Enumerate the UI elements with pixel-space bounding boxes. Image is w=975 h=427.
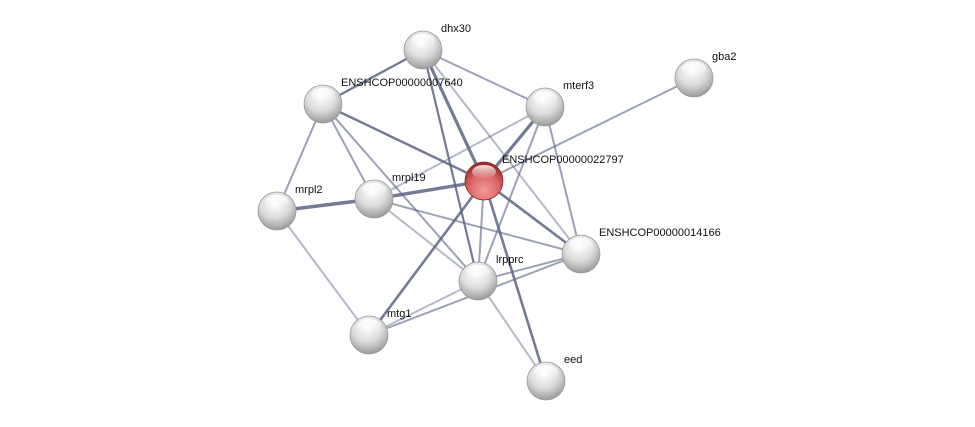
edge-ENSHCOP00000022797-eed[interactable] [482,180,548,382]
node-label: lrpprc [496,254,524,266]
edge-ENSHCOP00000007640-ENSHCOP00000022797[interactable] [322,102,485,183]
node-highlight [265,195,289,209]
edge-gba2-ENSHCOP00000022797[interactable] [483,77,695,182]
node-eed[interactable]: eed [526,354,582,401]
edge-mrpl19-lrpprc[interactable] [373,198,479,282]
node-label: dhx30 [441,23,471,35]
node-highlight [682,62,706,76]
node-highlight [472,165,496,179]
node-highlight [466,265,490,279]
node-highlight [311,88,335,102]
node-mterf3[interactable]: mterf3 [525,80,594,127]
node-highlight [569,238,593,252]
edge-ENSHCOP00000007640-mrpl2[interactable] [276,103,324,212]
node-dhx30[interactable]: dhx30 [403,23,471,70]
node-ENSHCOP00000007640[interactable]: ENSHCOP00000007640 [303,77,463,124]
node-label: mtg1 [387,308,411,320]
node-highlight [357,319,381,333]
edge-mterf3-ENSHCOP00000014166[interactable] [544,106,582,255]
node-label: gba2 [712,51,736,63]
edge-lrpprc-eed[interactable] [477,280,547,382]
edge-mrpl19-ENSHCOP00000014166[interactable] [373,198,582,255]
node-ENSHCOP00000014166[interactable]: ENSHCOP00000014166 [561,227,721,274]
edge-lrpprc-mtg1[interactable] [368,280,479,336]
node-gba2[interactable]: gba2 [674,51,736,98]
node-highlight [533,91,557,105]
node-highlight [411,34,435,48]
node-highlight [534,365,558,379]
node-ENSHCOP00000022797[interactable]: ENSHCOP00000022797 [464,154,624,201]
edge-ENSHCOP00000022797-ENSHCOP00000014166[interactable] [483,179,582,256]
node-mrpl19[interactable]: mrpl19 [354,172,426,219]
edge-ENSHCOP00000022797-mtg1[interactable] [367,180,486,336]
node-highlight [362,183,386,197]
edge-dhx30-ENSHCOP00000022797[interactable] [421,49,486,182]
node-label: mrpl2 [295,184,323,196]
edge-ENSHCOP00000007640-lrpprc[interactable] [322,103,479,282]
node-label: eed [564,354,582,366]
edge-mterf3-lrpprc[interactable] [477,106,546,282]
node-mrpl2[interactable]: mrpl2 [257,184,323,231]
edge-mrpl2-mtg1[interactable] [276,210,370,336]
node-label: mrpl19 [392,172,426,184]
node-label: ENSHCOP00000022797 [502,154,624,166]
node-lrpprc[interactable]: lrpprc [458,254,524,301]
node-label: ENSHCOP00000014166 [599,227,721,239]
edge-mterf3-mrpl19[interactable] [373,106,546,200]
node-label: ENSHCOP00000007640 [341,77,463,89]
node-label: mterf3 [563,80,594,92]
edge-dhx30-ENSHCOP00000014166[interactable] [422,49,582,255]
node-mtg1[interactable]: mtg1 [349,308,411,355]
edge-dhx30-mterf3[interactable] [422,49,546,108]
